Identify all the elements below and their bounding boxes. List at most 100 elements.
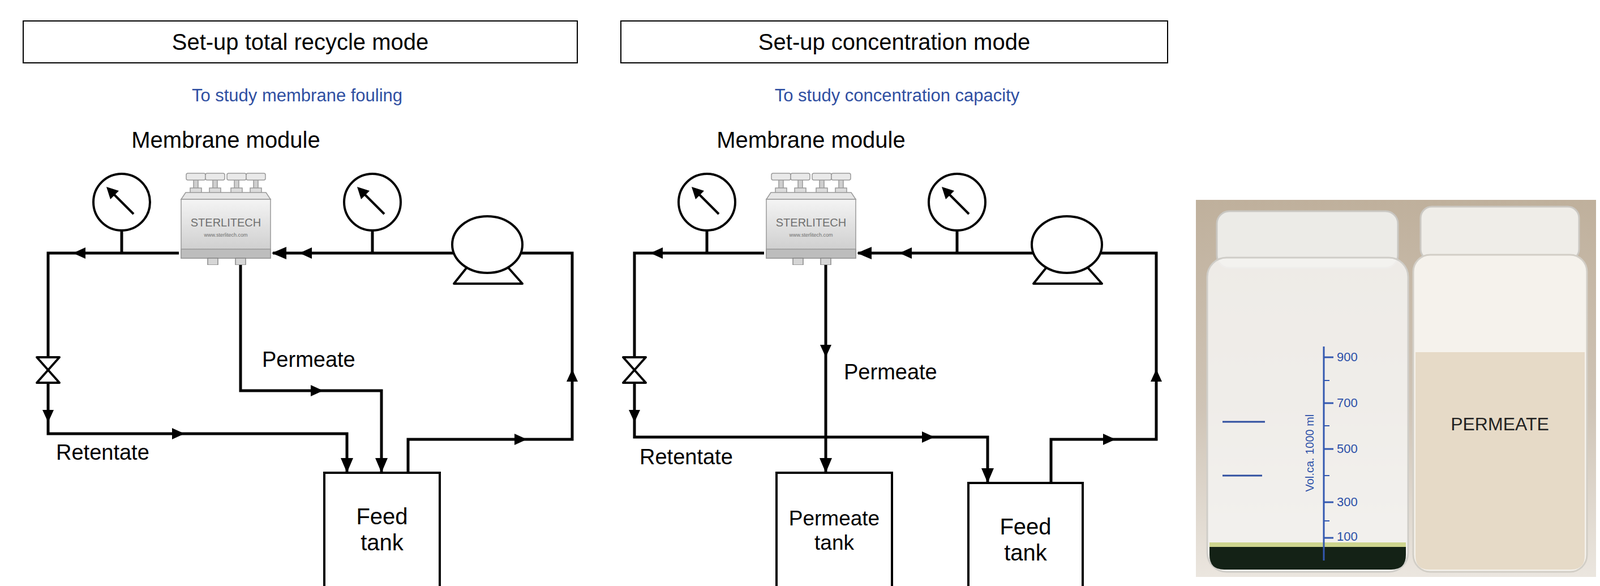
- bottle-body: [1207, 257, 1409, 572]
- hand-mark: [1222, 474, 1263, 477]
- flow-line: [240, 264, 382, 472]
- brand-url: www.sterlitech.com: [788, 232, 833, 239]
- pressure-gauge: [344, 173, 401, 253]
- bottle-label: PERMEATE: [1450, 414, 1550, 435]
- tank-label: Feed tank: [991, 513, 1060, 566]
- pressure-gauge: [678, 173, 736, 253]
- gauge-needle-head: [691, 186, 705, 200]
- scale-tick: [1323, 448, 1334, 450]
- flow-arrow: [514, 433, 527, 445]
- bottle-body: [1413, 254, 1587, 572]
- flow-arrow: [42, 409, 54, 423]
- scale-number: 500: [1336, 442, 1358, 456]
- photo-background: [1195, 199, 1597, 577]
- scale-tick: [1323, 356, 1334, 359]
- gauge-needle: [112, 192, 134, 214]
- gauge-needle-head: [357, 186, 370, 200]
- flow-arrow: [1103, 433, 1116, 445]
- knob-wing: [226, 173, 247, 180]
- scale-number: 100: [1336, 529, 1358, 544]
- permeate-liquid: [1415, 352, 1585, 570]
- brand-name: STERLITECH: [190, 216, 261, 229]
- flow-arrow: [566, 369, 578, 382]
- pressure-gauge: [93, 173, 150, 253]
- module-body: [181, 199, 271, 259]
- concentrate-liquid: [1209, 546, 1406, 570]
- gauge-dial: [928, 173, 986, 231]
- pump-body: [452, 216, 523, 273]
- module-body: [766, 199, 856, 259]
- scale-tick: [1323, 379, 1330, 381]
- scale-tick: [1323, 474, 1330, 476]
- scale-number: 900: [1336, 350, 1358, 364]
- flow-arrow: [820, 344, 832, 358]
- knob-wing: [771, 173, 791, 180]
- title-text: Set-up concentration mode: [758, 28, 1031, 55]
- module-top: [181, 192, 271, 200]
- flow-arrow: [299, 247, 312, 259]
- gauge-needle: [697, 192, 719, 214]
- flow-arrow: [921, 431, 935, 443]
- knob-wing: [205, 173, 225, 180]
- module-heading: Membrane module: [131, 126, 321, 153]
- gauge-needle-head: [941, 186, 955, 200]
- flow-arrows: [42, 247, 1162, 445]
- pump-body: [1031, 216, 1102, 273]
- module-top: [766, 192, 856, 200]
- scale-tick: [1323, 537, 1334, 539]
- scale-tick: [1323, 520, 1330, 522]
- title-box: Set-up concentration mode: [620, 20, 1169, 64]
- volume-note: Vol.ca. 1000 ml: [1303, 414, 1316, 492]
- flow-label: Permeate: [262, 348, 356, 372]
- scale-tick: [1323, 402, 1334, 405]
- photo: [1195, 199, 1597, 577]
- tank-box: Feed tank: [967, 481, 1084, 586]
- bottle-lid: [1420, 206, 1580, 261]
- module-fitting: [820, 258, 831, 265]
- scale-tick: [1323, 501, 1334, 504]
- hand-mark: [1222, 421, 1265, 423]
- title-box: Set-up total recycle mode: [22, 20, 578, 64]
- flow-arrow: [628, 409, 641, 423]
- flow-arrow: [172, 427, 185, 440]
- knob-wing: [831, 173, 851, 180]
- scale-line: [1323, 346, 1325, 561]
- gauge-dial: [93, 173, 150, 231]
- flow-label: Retentate: [56, 440, 150, 465]
- tank-label: Feed tank: [348, 503, 416, 556]
- flow-arrow: [73, 247, 86, 259]
- module-heading: Membrane module: [716, 126, 906, 153]
- gauge-needle-head: [106, 186, 119, 200]
- gauge-stem: [705, 230, 709, 253]
- tank-box: Permeate tank: [775, 471, 894, 586]
- pump-symbol: [452, 216, 523, 284]
- flow-line: [824, 264, 828, 472]
- pressure-gauge: [928, 173, 986, 253]
- gauge-stem: [955, 230, 959, 253]
- title-text: Set-up total recycle mode: [172, 28, 430, 55]
- gauge-stem: [371, 230, 375, 253]
- flow-arrow: [899, 247, 912, 259]
- scale-tick: [1323, 425, 1330, 427]
- flow-arrow: [1150, 369, 1162, 382]
- knob-wing: [790, 173, 810, 180]
- flow-label: Retentate: [639, 445, 733, 470]
- knob-wing: [812, 173, 832, 180]
- gauge-stem: [120, 230, 124, 253]
- flow-arrow: [310, 384, 324, 397]
- valve-symbol: [36, 357, 60, 383]
- valve-symbol: [623, 357, 646, 383]
- module-fitting: [792, 258, 804, 265]
- knob-wing: [186, 173, 206, 180]
- module-base: [766, 249, 856, 259]
- module-base: [181, 249, 271, 259]
- tank-box: Feed tank: [323, 471, 441, 586]
- gauge-dial: [344, 173, 401, 231]
- flow-line: [634, 252, 988, 482]
- tank-label: Permeate tank: [785, 506, 883, 555]
- gauge-needle: [947, 192, 969, 214]
- scale-number: 700: [1336, 396, 1358, 410]
- gauge-dial: [678, 173, 736, 231]
- module-fitting: [207, 258, 218, 265]
- module-fitting: [235, 258, 246, 265]
